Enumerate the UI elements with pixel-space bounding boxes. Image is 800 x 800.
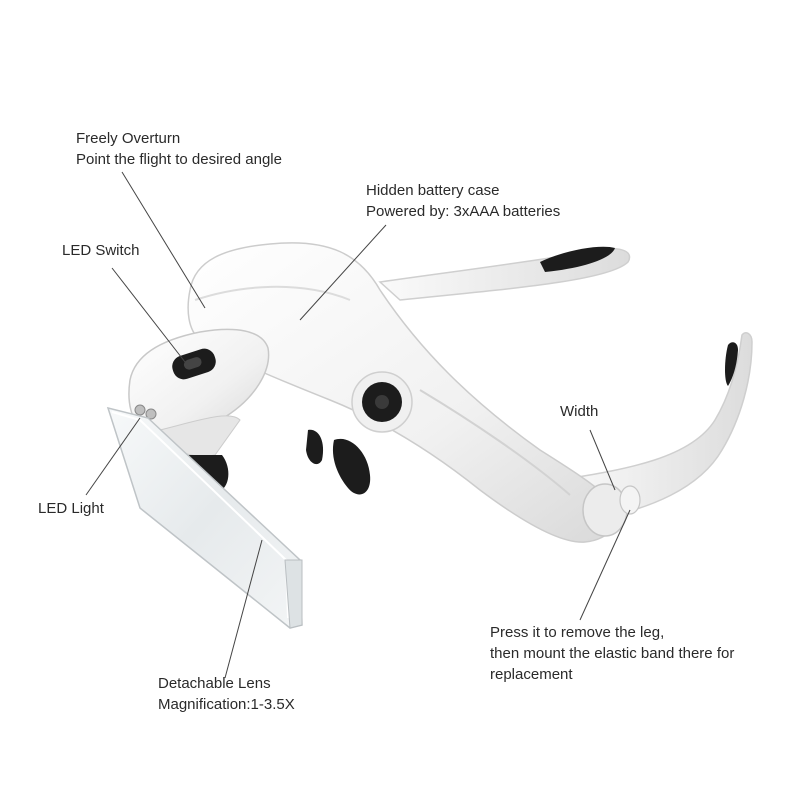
label-freely-overturn-title: Freely Overturn — [76, 130, 181, 147]
temple-pad-side — [725, 342, 738, 386]
label-remove-leg-line1: Press it to remove the leg, — [490, 624, 665, 641]
label-battery-case-title: Hidden battery case — [366, 182, 500, 199]
label-battery-case: Hidden battery case Powered by: 3xAAA ba… — [366, 180, 560, 222]
label-led-light: LED Light — [38, 498, 104, 519]
label-remove-leg-line3: replacement — [490, 666, 573, 683]
leader-width — [589, 429, 616, 491]
leader-remove-leg — [579, 509, 631, 621]
label-width-title: Width — [560, 403, 599, 420]
label-detachable-lens: Detachable Lens Magnification:1-3.5X — [158, 673, 295, 715]
leader-led-light — [85, 417, 141, 496]
label-led-light-title: LED Light — [38, 500, 104, 517]
right-temple-arm — [378, 246, 631, 301]
led-light-1 — [134, 404, 146, 416]
leader-freely-overturn — [121, 171, 206, 309]
label-freely-overturn-desc: Point the flight to desired angle — [76, 151, 282, 168]
leader-led-switch — [111, 267, 186, 363]
label-detachable-lens-title: Detachable Lens — [158, 675, 271, 692]
label-detachable-lens-desc: Magnification:1-3.5X — [158, 696, 295, 713]
label-freely-overturn: Freely Overturn Point the flight to desi… — [76, 128, 282, 170]
leader-lines — [85, 171, 631, 679]
label-battery-case-desc: Powered by: 3xAAA batteries — [366, 203, 561, 220]
leader-battery-case — [299, 224, 387, 321]
label-led-switch: LED Switch — [62, 240, 140, 261]
leader-detachable-lens — [224, 539, 263, 679]
width-knob — [582, 483, 628, 537]
led-light-2 — [145, 408, 157, 420]
nose-pads — [306, 429, 371, 495]
label-width: Width — [560, 401, 598, 422]
pivot-knob — [351, 371, 413, 433]
label-remove-leg: Press it to remove the leg, then mount t… — [490, 622, 734, 685]
temple-pad-top — [540, 246, 615, 272]
label-led-switch-title: LED Switch — [62, 242, 140, 259]
label-remove-leg-line2: then mount the elastic band there for — [490, 645, 735, 662]
